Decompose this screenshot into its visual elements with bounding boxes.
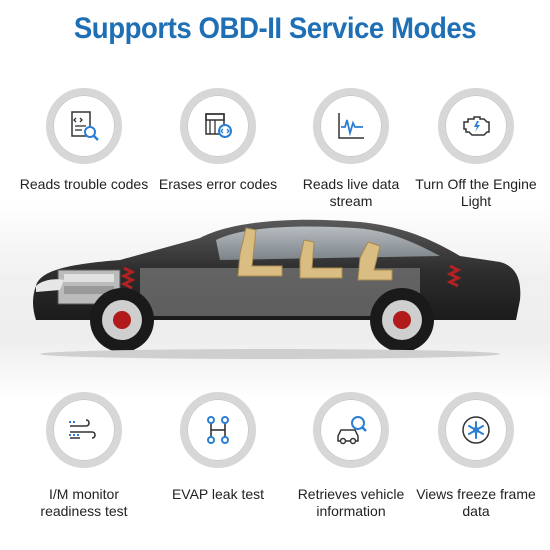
feature-label: I/M monitor readiness test [40,486,128,519]
car-cutaway-illustration [33,219,521,359]
monitor-readiness-icon [46,392,122,468]
document-search-icon [46,88,122,164]
vehicle-search-icon [313,392,389,468]
erase-code-icon [180,88,256,164]
engine-light-icon [438,88,514,164]
feature-label: Views freeze frame data [416,486,536,519]
feature-vehicle-info: Retrieves vehicle information [286,392,416,520]
feature-label: Turn Off the Engine Light [415,176,537,209]
feature-evap-leak: EVAP leak test [153,392,283,503]
feature-label: Retrieves vehicle information [297,486,405,519]
feature-im-monitor: I/M monitor readiness test [19,392,149,520]
feature-engine-light: Turn Off the Engine Light [411,88,541,210]
live-data-icon [313,88,389,164]
feature-label: Reads trouble codes [19,176,149,192]
evap-leak-icon [180,392,256,468]
freeze-frame-icon [438,392,514,468]
feature-reads-live-data: Reads live data stream [286,88,416,210]
feature-freeze-frame: Views freeze frame data [411,392,541,520]
feature-label: Reads live data stream [302,176,400,209]
feature-erases-error-codes: Erases error codes [153,88,283,193]
feature-label: EVAP leak test [171,486,265,502]
page-title: Supports OBD-II Service Modes [73,12,477,45]
feature-label: Erases error codes [158,176,278,192]
feature-reads-trouble-codes: Reads trouble codes [19,88,149,193]
